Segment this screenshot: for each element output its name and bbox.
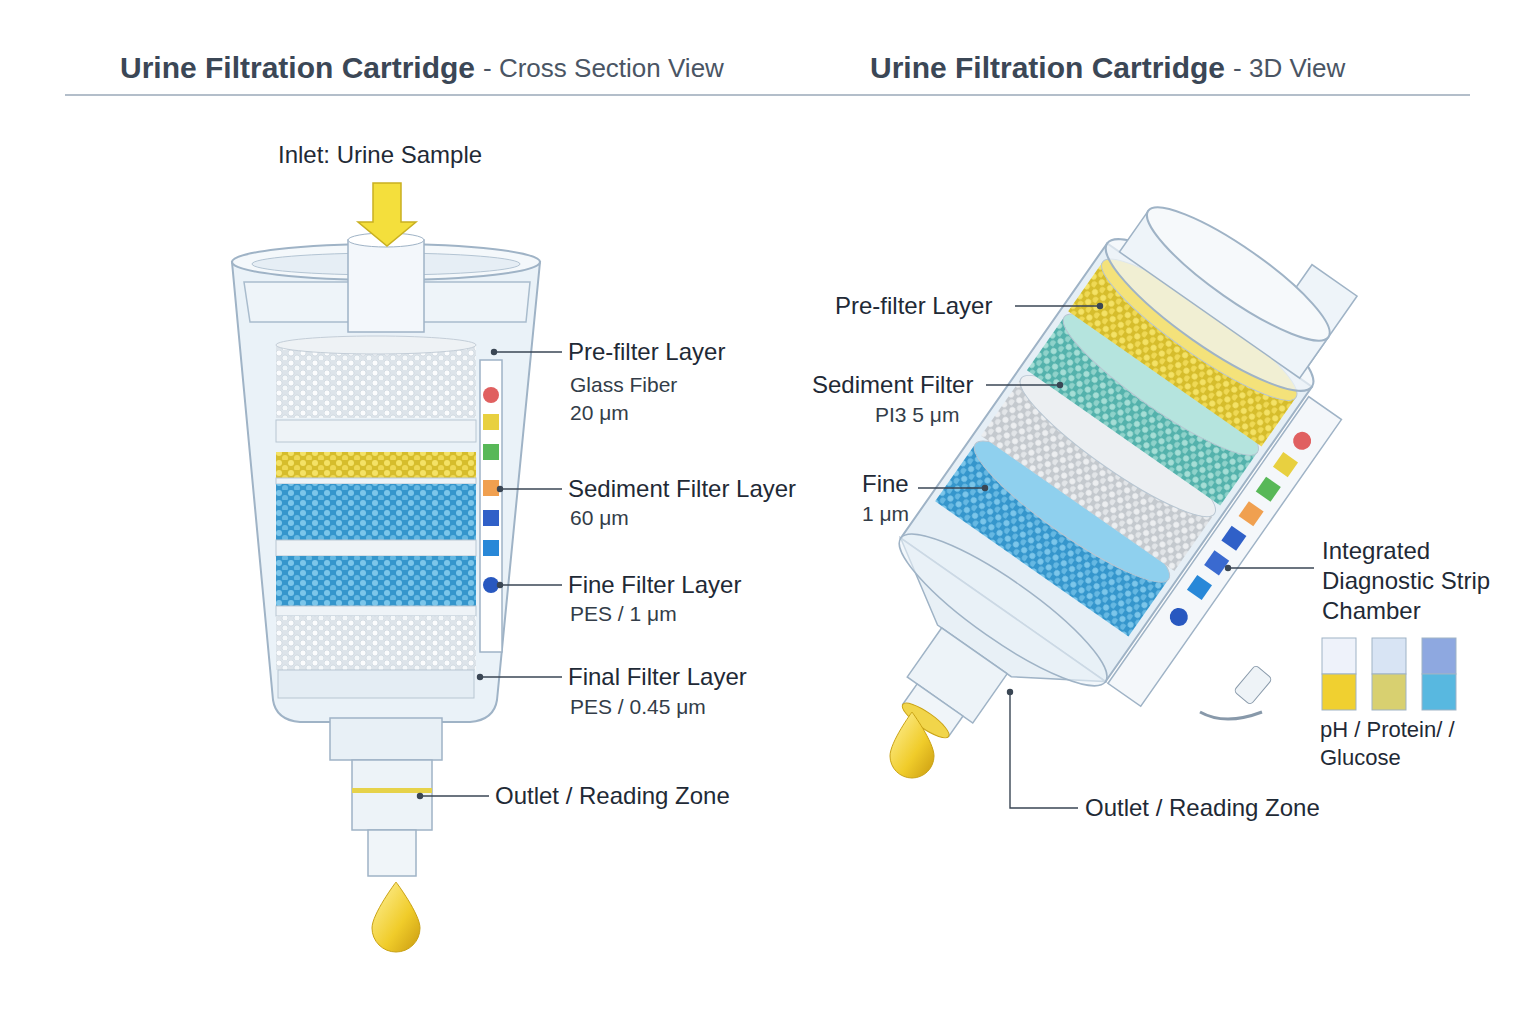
layer-label: Fine [862, 469, 909, 499]
pore-size: 60 μm [570, 505, 629, 531]
subtitle-text: - Cross Section View [483, 52, 724, 85]
pore-size: PES / 1 μm [570, 601, 677, 627]
layer-label: Final Filter Layer [568, 662, 747, 692]
layer-label: Pre-filter Layer [835, 291, 992, 321]
pore-size: 1 μm [862, 501, 909, 527]
vial-icon [1200, 665, 1272, 719]
inlet-label: Inlet: Urine Sample [278, 140, 482, 170]
urine-drop [890, 712, 934, 778]
cross-section-cartridge [232, 183, 540, 952]
isometric-cartridge [819, 161, 1405, 823]
outlet-label: Outlet / Reading Zone [1085, 793, 1320, 823]
leader-lines-left [418, 350, 563, 799]
subtitle-text: - 3D View [1233, 52, 1345, 85]
outlet-label: Outlet / Reading Zone [495, 781, 730, 811]
pore-size: PES / 0.45 μm [570, 694, 706, 720]
layer-label: Sediment Filter [812, 370, 973, 400]
header-rule [65, 94, 1470, 96]
title-text: Urine Filtration Cartridge [870, 49, 1225, 87]
material-text: Glass Fiber [570, 372, 677, 398]
layer-label: Pre-filter Layer [568, 337, 725, 367]
strip-legend-text: pH / Protein/ / Glucose [1320, 716, 1462, 771]
pore-size: PI3 5 μm [875, 402, 959, 428]
leader-lines-right [918, 304, 1314, 809]
layer-label: Fine Filter Layer [568, 570, 741, 600]
chamber-label: Integrated Diagnostic Strip Chamber [1322, 536, 1522, 626]
pore-size: 20 μm [570, 400, 629, 426]
title-text: Urine Filtration Cartridge [120, 49, 475, 87]
diagnostic-swatches [1322, 638, 1456, 710]
layer-label: Sediment Filter Layer [568, 474, 796, 504]
